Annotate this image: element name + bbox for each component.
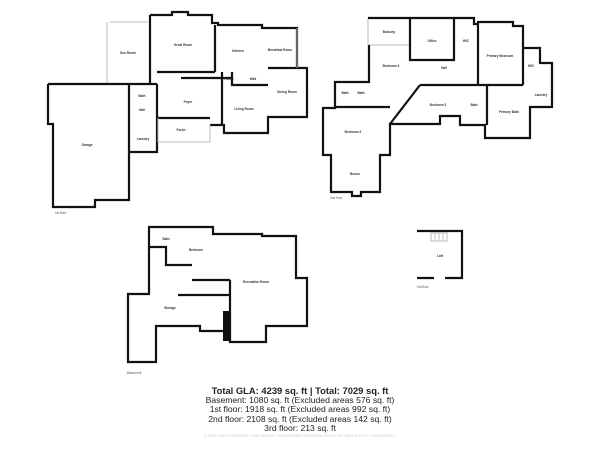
- room-label: Primary Bath: [499, 110, 519, 114]
- room-label: Loft: [437, 254, 444, 258]
- room-label: Bath: [357, 91, 364, 95]
- floor-name: 3rd floor: [417, 285, 430, 289]
- floor-name: 2nd floor: [330, 196, 343, 200]
- floor-name: Basement: [127, 371, 141, 375]
- third-floor-plan: Loft 3rd floor: [417, 229, 464, 289]
- basement-area: Basement: 1080 sq. ft (Excluded areas 57…: [205, 394, 395, 405]
- room-label: Sun Room: [120, 51, 136, 55]
- room-label: Office: [427, 39, 436, 43]
- room-label: Laundry: [535, 93, 548, 97]
- room-label: Kitchen: [232, 49, 244, 53]
- room-label: Garage: [82, 143, 93, 147]
- room-label: Bedroom 3: [430, 103, 447, 107]
- room-label: Balcony: [383, 30, 396, 34]
- room-label: Wall: [250, 77, 257, 81]
- room-label: Bath: [341, 91, 348, 95]
- disclaimer: FLOOR PLAN CREATED BY CUBICASA APP. MEAS…: [203, 434, 397, 438]
- area-summary: Total GLA: 4239 sq. ft | Total: 7029 sq.…: [150, 386, 450, 434]
- room-label: Breakfast Room: [268, 48, 293, 52]
- second-floor-plan: Balcony Office WIC Primary Bedroom Bedro…: [321, 16, 554, 200]
- room-label: Recreation Room: [243, 280, 270, 284]
- basement-plan: Bath Bedroom Recreation Room Storage Bas…: [126, 225, 309, 375]
- second-floor-area: 2nd floor: 2108 sq. ft (Excluded areas 1…: [208, 413, 392, 424]
- room-label: Living Room: [234, 107, 253, 111]
- room-label: Pantry: [224, 77, 234, 81]
- room-label: WIC: [463, 39, 470, 43]
- first-floor-plan: Sun Room Great Room Kitchen Breakfast Ro…: [46, 10, 309, 215]
- room-label: Bath: [162, 237, 169, 241]
- room-label: Laundry: [137, 137, 150, 141]
- room-label: Bonus: [350, 172, 360, 176]
- room-label: Primary Bedroom: [487, 54, 514, 58]
- room-label: Bedroom 2: [345, 130, 362, 134]
- room-label: Hall: [139, 108, 145, 112]
- total-area: Total GLA: 4239 sq. ft | Total: 7029 sq.…: [211, 385, 389, 396]
- room-label: Bedroom 4: [383, 64, 400, 68]
- floor-name: 1st floor: [55, 211, 67, 215]
- room-label: Hall: [441, 66, 447, 70]
- room-label: Bath: [138, 94, 145, 98]
- room-label: Bath: [470, 103, 477, 107]
- first-floor-area: 1st floor: 1918 sq. ft (Excluded areas 9…: [209, 404, 391, 415]
- room-label: Porch: [176, 128, 185, 132]
- room-label: Storage: [164, 306, 176, 310]
- room-label: Dining Room: [277, 90, 297, 94]
- room-label: WIC: [528, 64, 535, 68]
- third-floor-area: 3rd floor: 213 sq. ft: [264, 423, 336, 434]
- room-label: Foyer: [184, 100, 193, 104]
- room-label: Bedroom: [189, 248, 203, 252]
- room-label: Great Room: [174, 43, 192, 47]
